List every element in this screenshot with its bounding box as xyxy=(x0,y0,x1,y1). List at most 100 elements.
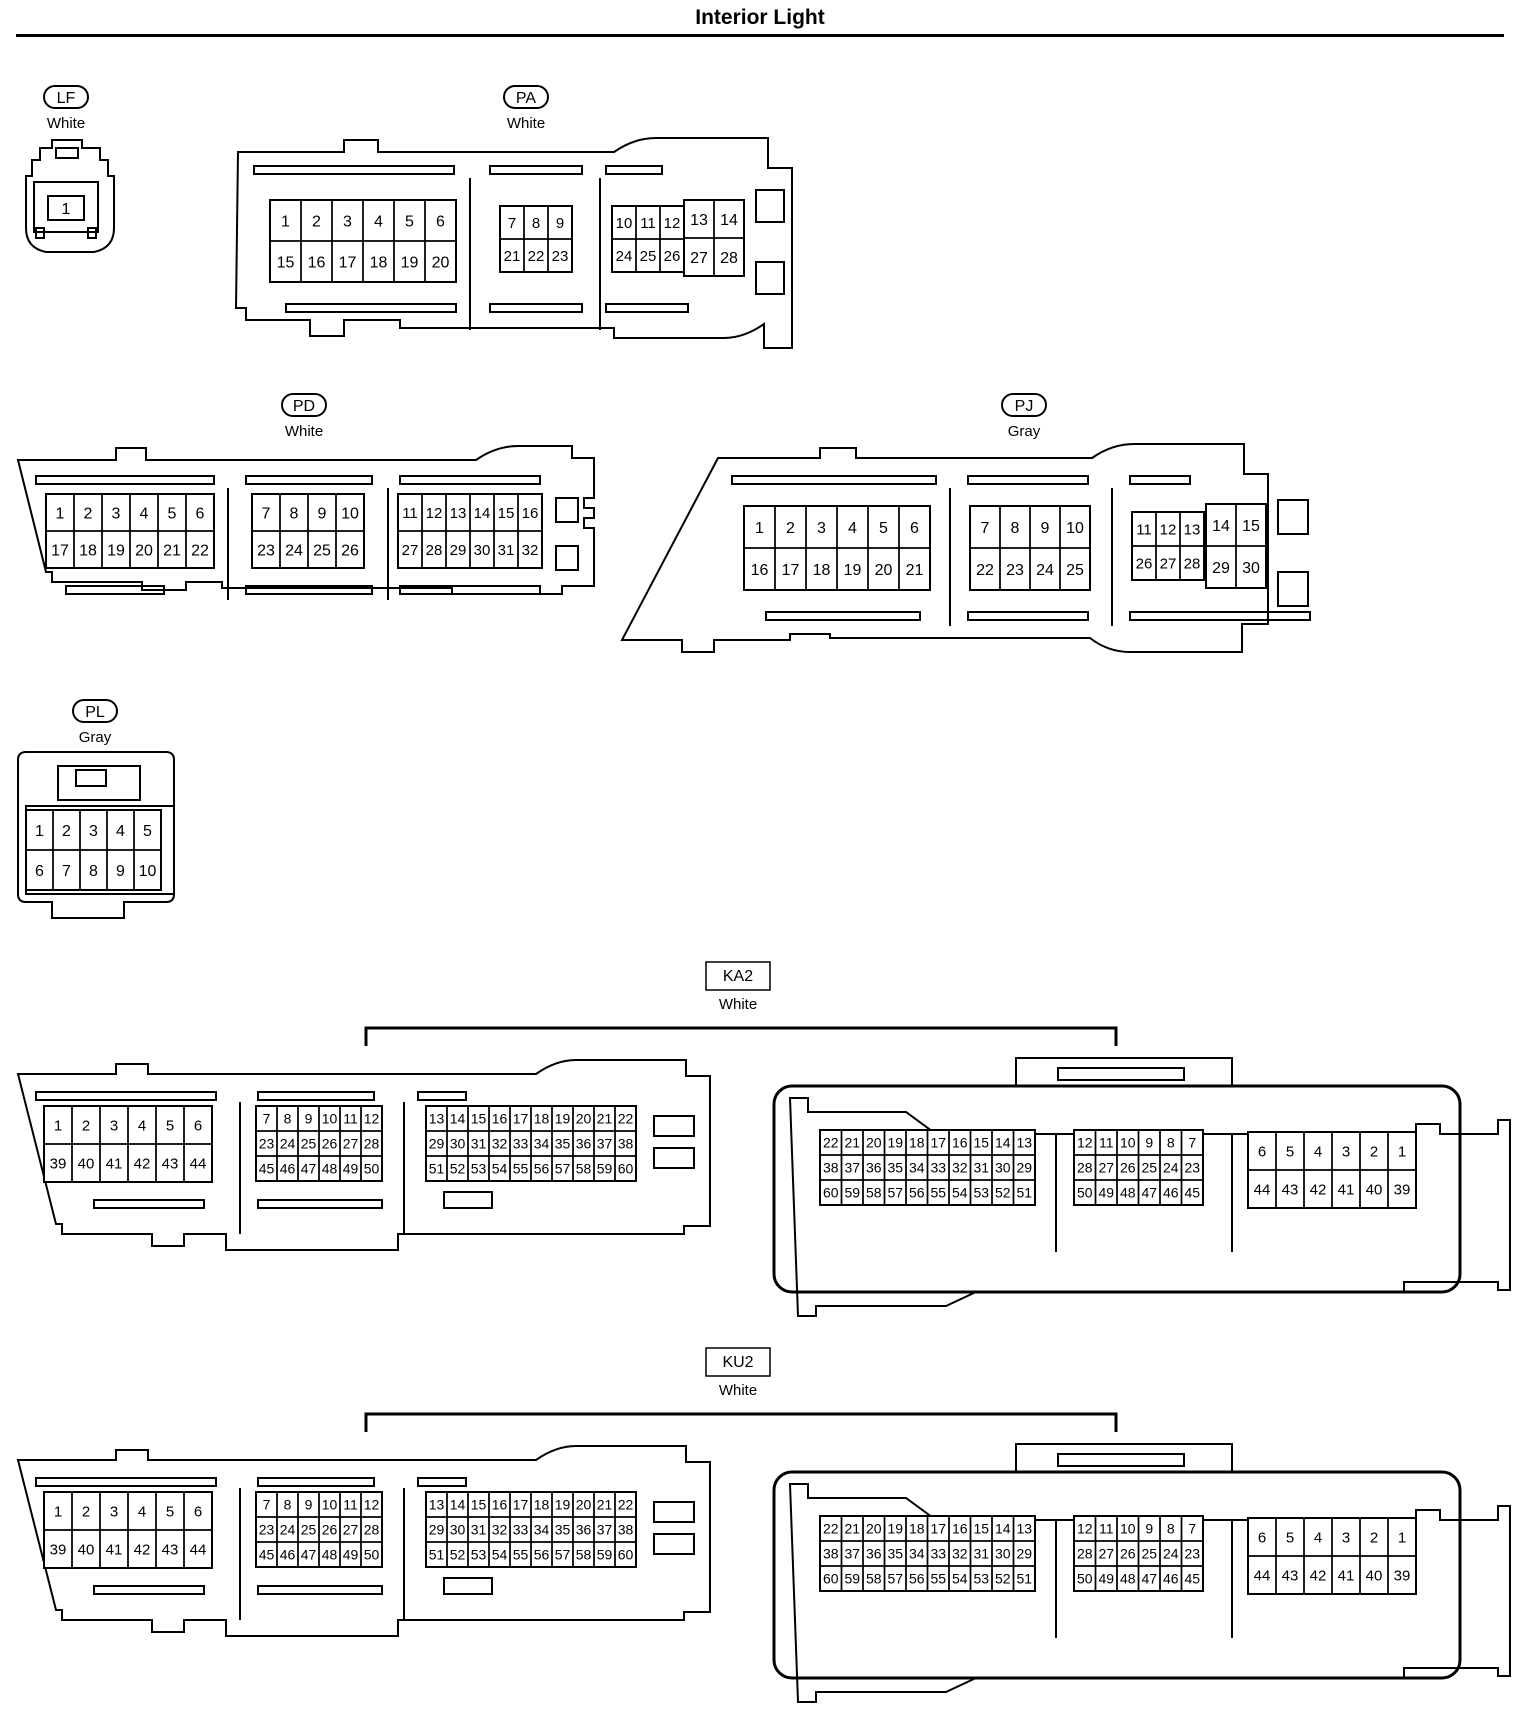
pin-number: 11 xyxy=(402,505,418,522)
pin-number: 57 xyxy=(555,1547,571,1563)
pin-number: 12 xyxy=(664,215,681,232)
pin-number: 55 xyxy=(930,1185,946,1201)
pin-number: 43 xyxy=(1282,1181,1299,1198)
connector-id: PD xyxy=(293,398,315,415)
pin-number: 18 xyxy=(370,254,388,271)
pin-number: 1 xyxy=(281,213,290,230)
pin-number: 18 xyxy=(534,1111,550,1127)
pin-number: 12 xyxy=(364,1111,380,1127)
pin-number: 33 xyxy=(513,1522,529,1538)
pin-number: 16 xyxy=(492,1111,508,1127)
pin-number: 52 xyxy=(450,1547,466,1563)
pin-cell xyxy=(1235,545,1267,589)
pin-number: 57 xyxy=(887,1185,903,1201)
pin-number: 27 xyxy=(1160,555,1177,572)
pin-cell xyxy=(360,1541,383,1568)
pin-number: 26 xyxy=(322,1522,338,1538)
pin-number: 53 xyxy=(471,1547,487,1563)
pin-number: 2 xyxy=(786,520,795,537)
pin-number: 53 xyxy=(973,1571,989,1587)
pin-number: 52 xyxy=(995,1571,1011,1587)
pin-number: 52 xyxy=(995,1185,1011,1201)
pin-number: 10 xyxy=(616,215,633,232)
pin-number: 15 xyxy=(973,1521,989,1537)
pin-number: 55 xyxy=(513,1547,529,1563)
pin-number: 12 xyxy=(426,505,443,522)
pin-number: 20 xyxy=(432,254,450,271)
pin-number: 54 xyxy=(952,1571,968,1587)
pin-number: 13 xyxy=(690,212,708,229)
pin-number: 46 xyxy=(280,1547,296,1563)
connector-id: PA xyxy=(516,90,536,107)
pin-number: 9 xyxy=(305,1497,313,1513)
pin-number: 1 xyxy=(62,201,71,218)
pin-number: 17 xyxy=(51,542,69,559)
pin-cell xyxy=(360,1155,383,1182)
pin-number: 19 xyxy=(887,1135,903,1151)
pin-number: 28 xyxy=(426,542,443,559)
pin-number: 8 xyxy=(290,505,299,522)
pin-number: 34 xyxy=(909,1546,925,1562)
pin-number: 13 xyxy=(429,1111,445,1127)
pin-number: 21 xyxy=(597,1497,613,1513)
pin-number: 41 xyxy=(106,1155,123,1172)
pin-number: 58 xyxy=(576,1547,592,1563)
pin-number: 6 xyxy=(194,1503,202,1520)
pin-number: 17 xyxy=(513,1111,529,1127)
pin-number: 20 xyxy=(866,1521,882,1537)
pin-number: 33 xyxy=(513,1136,529,1152)
pin-number: 22 xyxy=(528,248,545,265)
pin-number: 50 xyxy=(1077,1185,1093,1201)
pin-number: 51 xyxy=(429,1161,445,1177)
pin-number: 20 xyxy=(576,1497,592,1513)
pin-number: 35 xyxy=(555,1522,571,1538)
pin-number: 47 xyxy=(301,1547,317,1563)
pin-number: 44 xyxy=(190,1541,207,1558)
pin-number: 43 xyxy=(1282,1567,1299,1584)
pin-number: 3 xyxy=(110,1117,118,1134)
pin-number: 35 xyxy=(887,1546,903,1562)
pin-number: 18 xyxy=(79,542,97,559)
pin-number: 9 xyxy=(1145,1135,1153,1151)
pin-number: 15 xyxy=(973,1135,989,1151)
pin-number: 12 xyxy=(1077,1521,1093,1537)
pin-number: 27 xyxy=(690,250,708,267)
pin-number: 18 xyxy=(909,1135,925,1151)
pin-number: 16 xyxy=(492,1497,508,1513)
pin-number: 8 xyxy=(532,215,540,232)
pin-cell xyxy=(47,195,85,221)
pin-number: 29 xyxy=(1016,1546,1032,1562)
pin-number: 8 xyxy=(284,1497,292,1513)
pin-number: 16 xyxy=(308,254,326,271)
pin-number: 48 xyxy=(322,1547,338,1563)
pin-number: 46 xyxy=(280,1161,296,1177)
pin-number: 48 xyxy=(1120,1185,1136,1201)
pin-number: 7 xyxy=(263,1497,271,1513)
pin-number: 28 xyxy=(1077,1160,1093,1176)
pin-number: 27 xyxy=(343,1136,359,1152)
pin-number: 9 xyxy=(1145,1521,1153,1537)
pin-number: 34 xyxy=(534,1136,550,1152)
pin-number: 29 xyxy=(450,542,467,559)
pin-number: 17 xyxy=(513,1497,529,1513)
pin-number: 24 xyxy=(280,1136,296,1152)
pin-number: 26 xyxy=(341,542,359,559)
pin-number: 51 xyxy=(429,1547,445,1563)
pin-number: 42 xyxy=(134,1541,151,1558)
pin-number: 3 xyxy=(343,213,352,230)
pin-number: 22 xyxy=(976,562,994,579)
pin-number: 15 xyxy=(498,505,515,522)
pin-number: 6 xyxy=(910,520,919,537)
pin-number: 10 xyxy=(322,1497,338,1513)
pin-number: 9 xyxy=(305,1111,313,1127)
